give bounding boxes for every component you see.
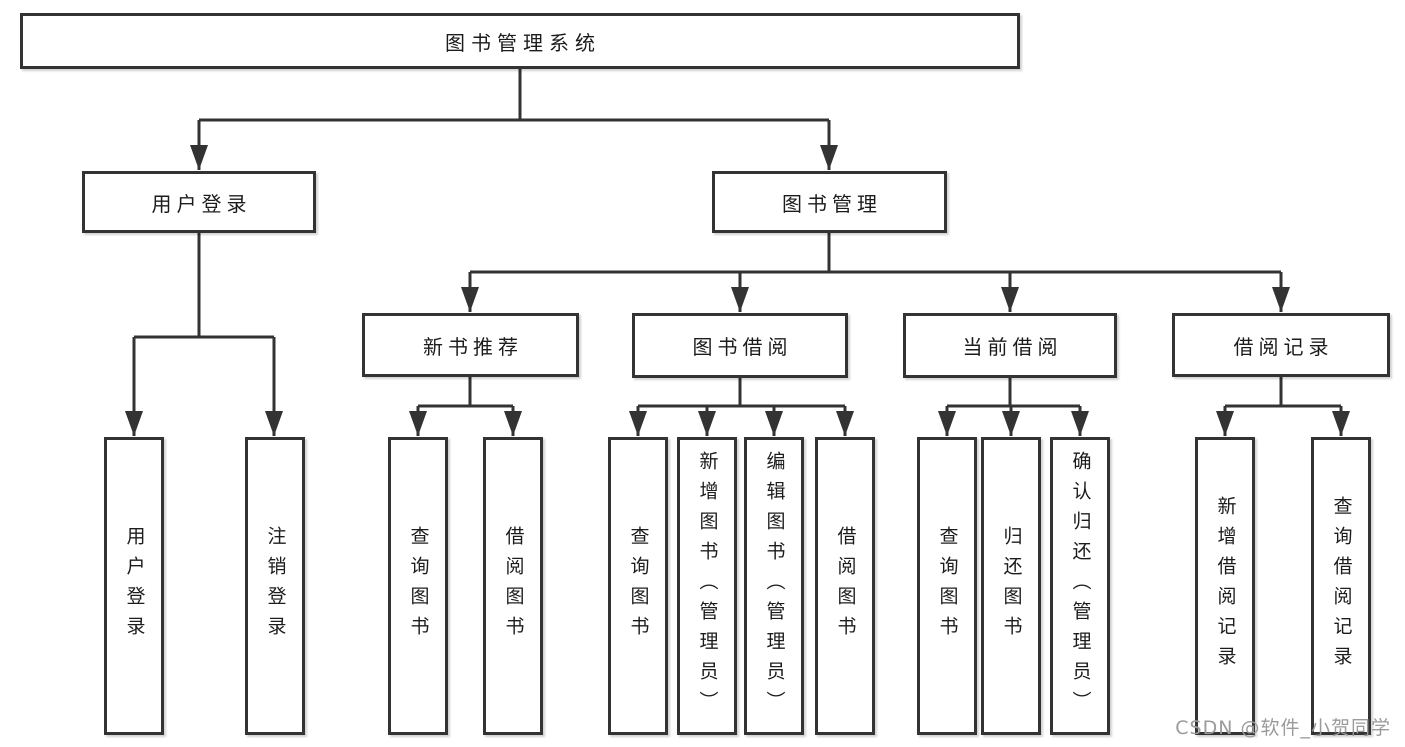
arrowhead-icon [461,287,479,312]
connector-root [197,69,831,170]
arrowhead-icon [1332,411,1350,436]
leaf-records-query-borrow-record: 查询借阅记录 [1311,437,1371,735]
leaf-borrow-borrow-books: 借阅图书 [815,437,875,735]
node-new-book-recommend: 新书推荐 [362,313,579,377]
leaf-records-add-borrow-record: 新增借阅记录 [1195,437,1255,735]
node-book-borrow: 图书借阅 [632,313,848,378]
connector-user-login [132,233,276,436]
csdn-watermark: CSDN @软件_小贺同学 [1175,717,1391,739]
connector-new-book-recommend [416,377,515,436]
arrowhead-icon [125,411,143,436]
leaf-newrec-query-books-label: 查询图书 [407,526,430,646]
arrowhead-icon [1216,411,1234,436]
leaf-current-confirm-return-admin-label: 确认归还（管理员） [1069,451,1092,721]
leaf-borrow-add-books-admin: 新增图书（管理员） [677,437,737,735]
leaf-newrec-borrow-books-label: 借阅图书 [502,526,525,646]
leaf-records-query-borrow-record-label: 查询借阅记录 [1330,496,1353,676]
arrowhead-icon [820,145,838,170]
arrowhead-icon [1071,411,1089,436]
node-book-management: 图书管理 [712,171,947,233]
node-current-borrow: 当前借阅 [903,313,1117,378]
arrowhead-icon [836,411,854,436]
leaf-current-return-books-label: 归还图书 [1000,526,1023,646]
leaf-current-query-books: 查询图书 [917,437,977,735]
arrowhead-icon [1272,287,1290,312]
leaf-current-confirm-return-admin: 确认归还（管理员） [1050,437,1110,735]
arrowhead-icon [731,287,749,312]
leaf-current-query-books-label: 查询图书 [936,526,959,646]
node-root-system: 图书管理系统 [20,13,1020,69]
arrowheads [125,145,1350,436]
node-borrow-records: 借阅记录 [1172,313,1390,377]
leaf-logout: 注销登录 [245,437,305,735]
arrowhead-icon [190,145,208,170]
connector-book-mgmt [468,233,1283,312]
leaf-borrow-borrow-books-label: 借阅图书 [834,526,857,646]
leaf-borrow-query-books: 查询图书 [608,437,668,735]
arrowhead-icon [765,411,783,436]
leaf-borrow-edit-books-admin-label: 编辑图书（管理员） [763,451,786,721]
arrowhead-icon [698,411,716,436]
leaf-newrec-borrow-books: 借阅图书 [483,437,543,735]
connector-book-borrow [636,377,847,436]
arrowhead-icon [1001,287,1019,312]
arrowhead-icon [265,411,283,436]
leaf-borrow-edit-books-admin: 编辑图书（管理员） [744,437,804,735]
arrowhead-icon [504,411,522,436]
leaf-borrow-query-books-label: 查询图书 [627,526,650,646]
arrowhead-icon [409,411,427,436]
node-user-login: 用户登录 [82,171,316,233]
arrowhead-icon [629,411,647,436]
connector-borrow-records [1223,377,1343,436]
leaf-logout-label: 注销登录 [264,526,287,646]
leaf-user-login: 用户登录 [104,437,164,735]
leaf-current-return-books: 归还图书 [981,437,1041,735]
leaf-user-login-label: 用户登录 [123,526,146,646]
arrowhead-icon [938,411,956,436]
leaf-records-add-borrow-record-label: 新增借阅记录 [1214,496,1237,676]
leaf-borrow-add-books-admin-label: 新增图书（管理员） [696,451,719,721]
leaf-newrec-query-books: 查询图书 [388,437,448,735]
arrowhead-icon [1002,411,1020,436]
